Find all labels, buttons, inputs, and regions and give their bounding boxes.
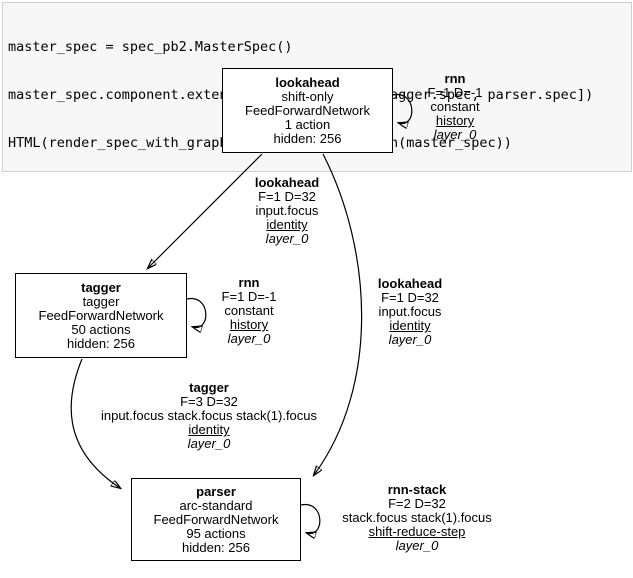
node-transition-system: tagger (82, 293, 120, 309)
edge-label-tagger-to-parser: tagger F=3 D=32 input.focus stack.focus … (101, 381, 317, 451)
node-transition-system: shift-only (281, 88, 334, 104)
edge-translator: identity (188, 422, 230, 437)
edge-layer: layer_0 (388, 332, 432, 347)
node-tagger: tagger tagger FeedForwardNetwork 50 acti… (15, 273, 187, 358)
edge-features: stack.focus stack(1).focus (342, 510, 492, 525)
node-actions: 1 action (284, 116, 331, 132)
edge-lookahead-to-parser (314, 153, 363, 475)
node-hidden-size: hidden: 256 (273, 130, 342, 146)
node-network-type: FeedForwardNetwork (153, 511, 279, 527)
edge-translator: shift-reduce-step (368, 524, 466, 539)
edge-rnn-stack-parser-self-loop (300, 504, 321, 534)
edge-translator: identity (389, 318, 431, 333)
node-actions: 50 actions (71, 321, 131, 337)
edge-title: tagger (189, 380, 229, 395)
node-title: parser (196, 483, 236, 499)
edge-title: rnn-stack (387, 482, 447, 497)
edge-translator: identity (266, 217, 308, 232)
node-network-type: FeedForwardNetwork (245, 102, 370, 118)
edge-features: input.focus (255, 203, 319, 218)
edge-label-lookahead-to-parser: lookahead F=1 D=32 input.focus identity … (378, 277, 442, 347)
node-actions: 95 actions (186, 525, 246, 541)
edge-label-rnn-tagger: rnn F=1 D=-1 constant history layer_0 (222, 276, 277, 346)
edge-title: rnn (238, 275, 260, 290)
edge-features: constant (430, 99, 480, 114)
node-lookahead: lookahead shift-only FeedForwardNetwork … (222, 68, 393, 153)
edge-dims: F=2 D=32 (388, 496, 446, 511)
edge-layer: layer_0 (187, 436, 231, 451)
node-network-type: FeedForwardNetwork (38, 307, 164, 323)
code-line: master_spec = spec_pb2.MasterSpec() (8, 39, 293, 55)
edge-title: lookahead (377, 276, 443, 291)
edge-features: constant (224, 303, 274, 318)
node-hidden-size: hidden: 256 (182, 539, 250, 555)
edge-dims: F=1 D=32 (381, 290, 439, 305)
edge-label-rnn-lookahead: rnn F=1 D=-1 constant history layer_0 (428, 72, 483, 142)
edge-layer: layer_0 (227, 331, 271, 346)
node-transition-system: arc-standard (179, 497, 253, 513)
node-title: lookahead (275, 74, 340, 90)
edge-dims: F=1 D=32 (258, 189, 316, 204)
edge-translator: history (435, 113, 475, 128)
node-parser: parser arc-standard FeedForwardNetwork 9… (131, 478, 301, 561)
edge-layer: layer_0 (433, 127, 477, 142)
edge-title: lookahead (254, 175, 320, 190)
edge-dims: F=3 D=32 (180, 394, 238, 409)
node-title: tagger (81, 279, 121, 295)
edge-layer: layer_0 (265, 231, 309, 246)
edge-features: input.focus stack.focus stack(1).focus (100, 408, 318, 423)
edge-label-lookahead-to-tagger: lookahead F=1 D=32 input.focus identity … (255, 176, 319, 246)
edge-dims: F=1 D=-1 (221, 289, 277, 304)
edge-translator: history (229, 317, 269, 332)
edge-dims: F=1 D=-1 (427, 85, 483, 100)
edge-layer: layer_0 (395, 538, 439, 553)
edge-title: rnn (444, 71, 466, 86)
node-hidden-size: hidden: 256 (67, 335, 135, 351)
edge-rnn-tagger-self-loop (186, 298, 207, 328)
edge-label-rnn-stack-parser: rnn-stack F=2 D=32 stack.focus stack(1).… (342, 483, 492, 553)
edge-features: input.focus (378, 304, 442, 319)
